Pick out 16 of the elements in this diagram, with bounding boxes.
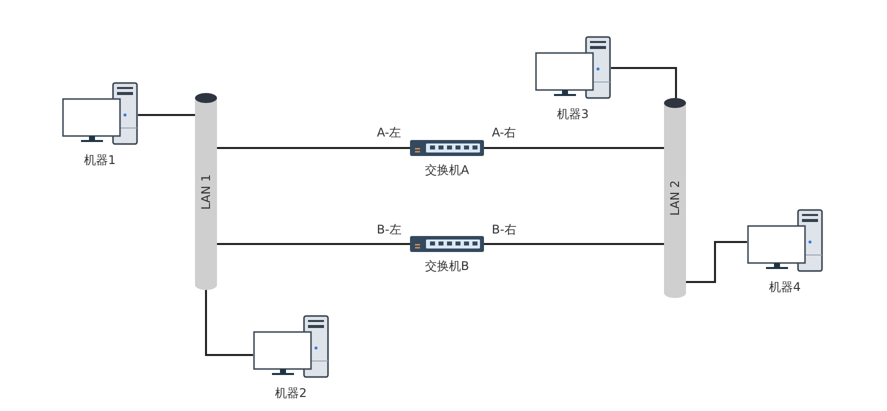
network-cable (138, 114, 195, 116)
network-label: LAN 1 (199, 174, 213, 210)
computer-label: 机器4 (768, 279, 802, 296)
computer-label: 机器3 (556, 106, 590, 123)
switch-label: 交换机A (424, 162, 470, 179)
network-cable (611, 67, 677, 98)
network-cable (217, 147, 410, 149)
computer-label: 机器1 (83, 152, 117, 169)
network-cable (484, 243, 664, 245)
computer-label: 机器2 (274, 385, 308, 402)
network-label: LAN 2 (668, 180, 682, 216)
switch-label: 交换机B (424, 258, 470, 275)
network-cable (686, 241, 747, 283)
network-cable (217, 243, 410, 245)
network-cable (484, 147, 664, 149)
network-cable (205, 290, 253, 356)
